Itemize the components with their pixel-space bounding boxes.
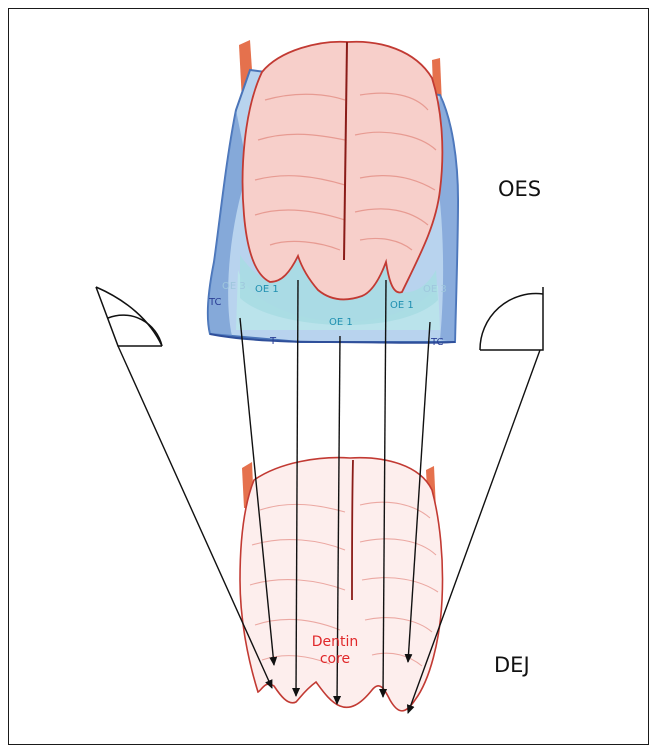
tc-left-label: TC <box>208 297 222 308</box>
dentin <box>243 42 443 300</box>
dentin-core-label-line1: Dentin <box>305 634 365 651</box>
t-mid-label: T <box>269 336 277 347</box>
angle-indicator-right <box>480 287 543 350</box>
tc-right-label: TC <box>430 337 444 348</box>
oe1-left-label: OE 1 <box>255 284 279 295</box>
dentin-core-label-line2: core <box>305 651 365 668</box>
dentin-core-label: Dentin core <box>305 634 365 668</box>
dentin-enamel-junction-tooth <box>240 458 443 711</box>
occlusal-enamel-surface-tooth <box>208 40 458 343</box>
oe1-center-label: OE 1 <box>329 317 353 328</box>
oes-label: OES <box>498 177 541 201</box>
dej-label: DEJ <box>494 653 530 677</box>
lower-dentin <box>240 458 443 711</box>
lower-central-groove <box>352 460 353 600</box>
oe1-right-label: OE 1 <box>390 300 414 311</box>
angle-indicator-left <box>96 287 162 346</box>
oe3-right-label: OE 3 <box>423 284 447 295</box>
oe3-left-label: OE 3 <box>222 281 246 292</box>
